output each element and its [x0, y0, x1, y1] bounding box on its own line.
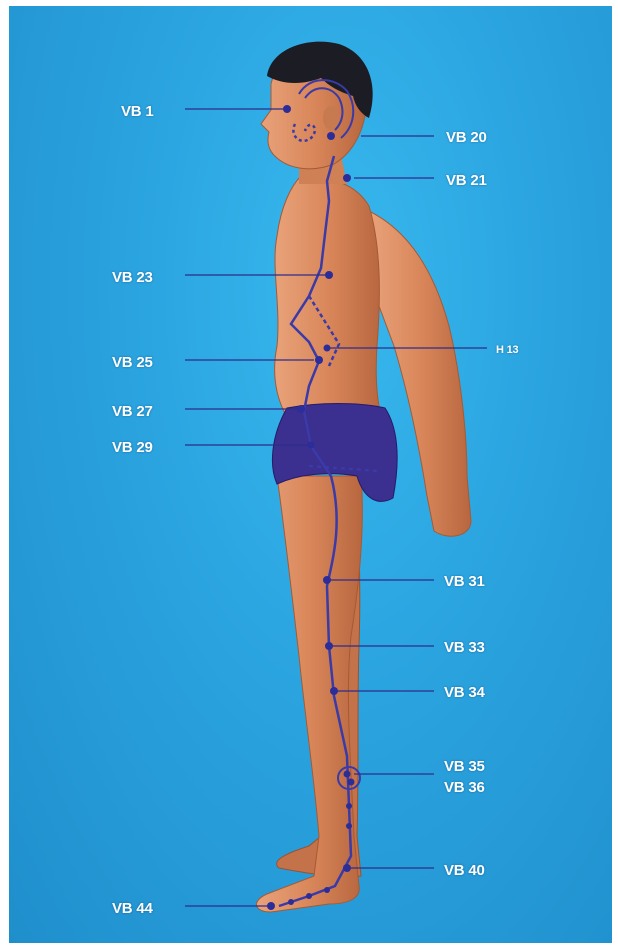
point-vb20 [327, 132, 335, 140]
label-h13: H 13 [496, 345, 518, 356]
point-vb27 [297, 405, 305, 413]
label-vb21: VB 21 [446, 173, 487, 188]
label-vb23: VB 23 [112, 270, 153, 285]
label-vb1: VB 1 [121, 104, 154, 119]
label-vb34: VB 34 [444, 685, 485, 700]
label-vb35: VB 35 [444, 759, 485, 774]
point-vb31 [323, 576, 331, 584]
point-vb25 [315, 356, 323, 364]
point-vb33 [325, 642, 333, 650]
point-vb36 [348, 779, 355, 786]
label-vb44: VB 44 [112, 901, 153, 916]
blue-backdrop: VB 1 VB 20 VB 21 VB 23 H 13 VB 25 VB 27 … [9, 6, 612, 943]
point-vb40 [343, 864, 351, 872]
point-vb29 [308, 442, 315, 449]
point-vb34 [330, 687, 338, 695]
point-vb23 [325, 271, 333, 279]
label-vb27: VB 27 [112, 404, 153, 419]
human-figure-illustration [9, 6, 612, 943]
label-vb20: VB 20 [446, 130, 487, 145]
label-vb31: VB 31 [444, 574, 485, 589]
label-vb36: VB 36 [444, 780, 485, 795]
label-vb40: VB 40 [444, 863, 485, 878]
label-vb29: VB 29 [112, 440, 153, 455]
label-vb33: VB 33 [444, 640, 485, 655]
ear-shape [323, 106, 339, 130]
point-vb35 [344, 771, 351, 778]
point-vb44 [267, 902, 275, 910]
point-vb21 [343, 174, 351, 182]
point-vb1 [283, 105, 291, 113]
point-h13 [324, 345, 331, 352]
label-vb25: VB 25 [112, 355, 153, 370]
